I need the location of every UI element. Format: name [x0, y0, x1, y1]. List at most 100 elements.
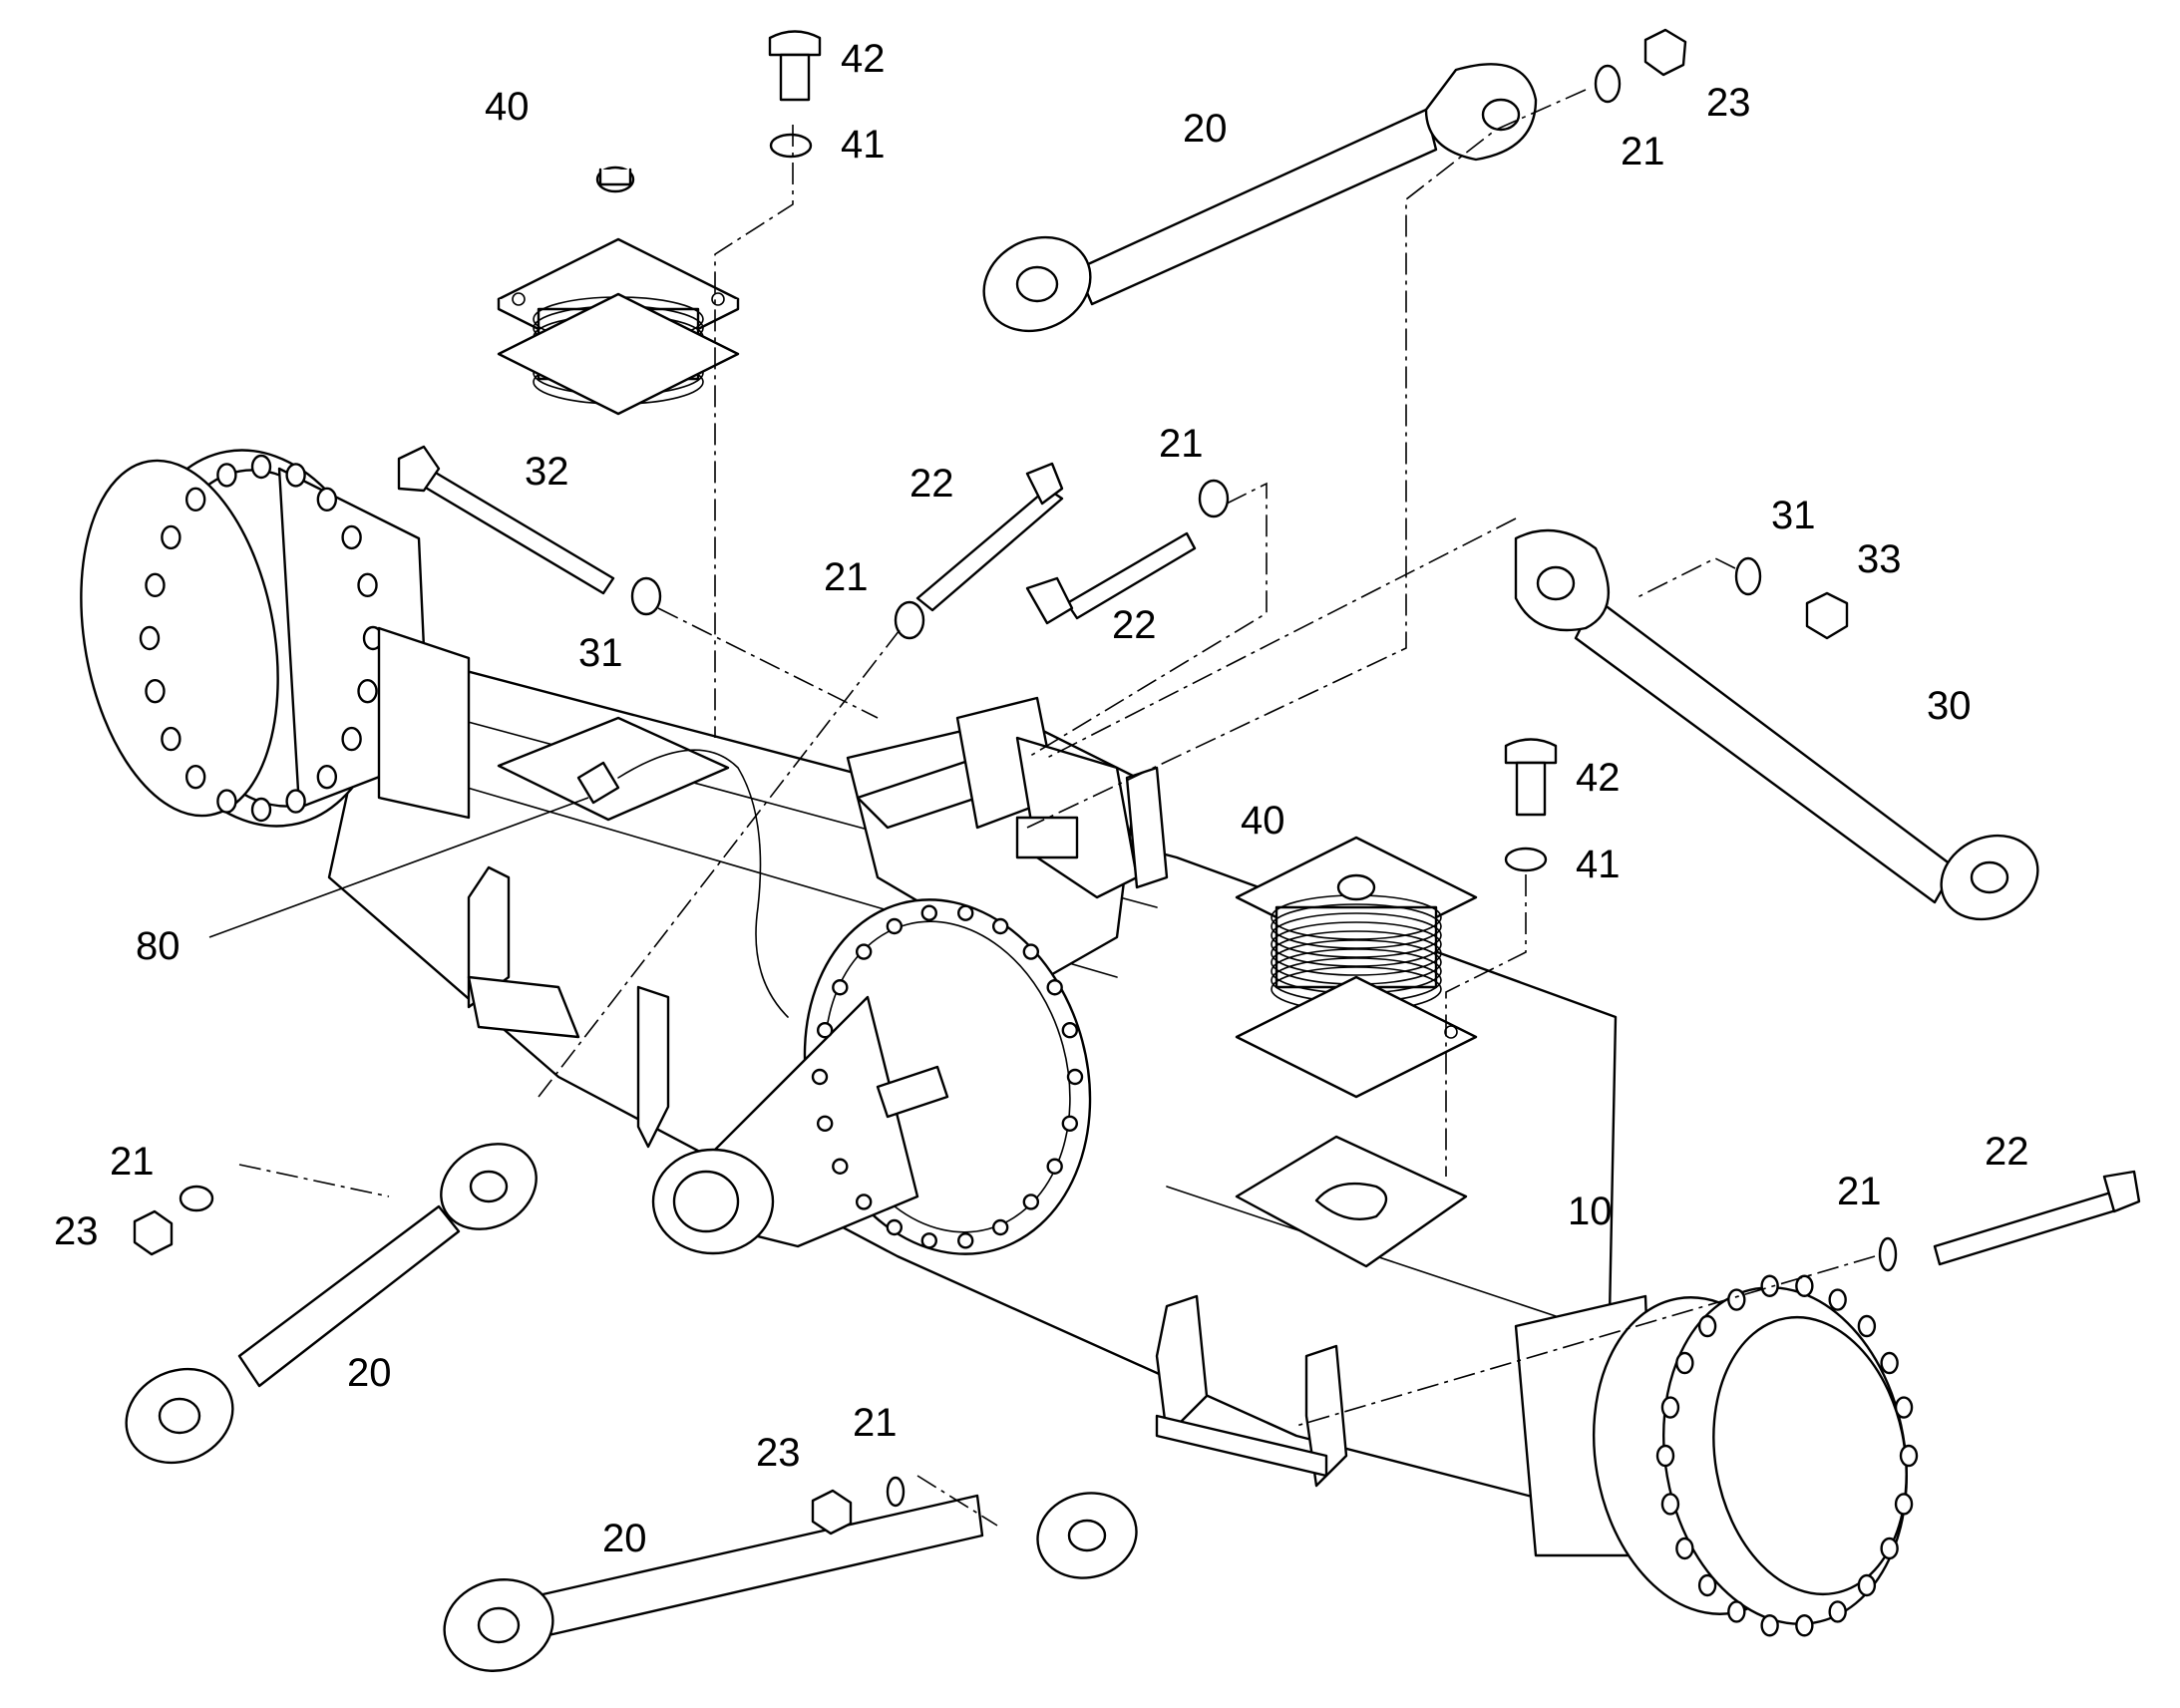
flange-bolt: [957, 1232, 974, 1249]
hub-stud: [1675, 1537, 1694, 1560]
callout-40-right: 40: [1241, 799, 1285, 843]
callout-40-top: 40: [485, 85, 530, 129]
callout-32: 32: [525, 450, 569, 494]
hub-stud: [1727, 1600, 1746, 1623]
callout-22-middle: 22: [1112, 603, 1157, 647]
hub-stud: [250, 797, 272, 823]
air-spring-top: [497, 166, 740, 416]
flange-bolt: [1061, 1022, 1079, 1039]
hub-stud: [1760, 1274, 1779, 1297]
flange-bolt: [886, 1218, 904, 1236]
flange-bolt: [832, 979, 849, 996]
flange-bolt: [855, 1194, 873, 1210]
hub-stud: [1828, 1600, 1847, 1623]
hub-stud: [316, 487, 338, 512]
callout-21-right: 21: [1837, 1170, 1882, 1213]
callout-42-right: 42: [1576, 756, 1621, 800]
callout-20-bottom: 20: [602, 1517, 647, 1560]
hub-stud: [216, 463, 237, 488]
hub-stud: [1894, 1493, 1914, 1516]
callout-21-upper: 21: [1159, 422, 1204, 466]
callout-23-bottom: 23: [756, 1431, 801, 1475]
hub-stud: [139, 625, 161, 651]
hub-stud: [161, 524, 182, 550]
callout-31-left: 31: [578, 631, 623, 675]
callout-21-bottom: 21: [853, 1401, 898, 1445]
flange-bolt: [1046, 1158, 1063, 1175]
hub-stud: [1857, 1314, 1877, 1338]
torque-rod-top: [982, 63, 1538, 333]
hub-stud: [341, 726, 362, 752]
callout-23-left: 23: [54, 1209, 99, 1253]
sensor-pad: [497, 716, 730, 822]
hub-stud: [357, 678, 378, 704]
flange-bolt: [1066, 1068, 1084, 1086]
nuts: [133, 28, 1849, 1536]
bolt-22-right: [1933, 1170, 2141, 1266]
spring-ring: [1271, 903, 1442, 949]
callout-31-right: 31: [1771, 494, 1816, 537]
bolt-22-upper: [915, 462, 1064, 612]
torque-rod-left: [125, 1143, 538, 1465]
flange-bolt: [816, 1115, 834, 1132]
differential-bolt-ring: [811, 904, 1084, 1249]
flange-bolt: [832, 1158, 849, 1175]
flange-bolt: [1046, 979, 1063, 996]
callout-22-right: 22: [1985, 1130, 2029, 1174]
callout-21-left-mid: 21: [824, 555, 869, 599]
hub-stud: [285, 463, 306, 488]
torque-rod-bottom: [443, 1492, 1138, 1672]
left-wheel-hub: [80, 449, 471, 828]
flange-bolt: [957, 904, 974, 921]
callout-33: 33: [1857, 537, 1902, 581]
callout-41-top: 41: [841, 123, 886, 167]
hub-stud: [184, 487, 206, 512]
callout-20-left: 20: [347, 1351, 392, 1395]
hub-stud: [1697, 1314, 1717, 1338]
callout-20-top: 20: [1183, 107, 1228, 151]
hub-stud: [1795, 1274, 1814, 1297]
leader-80: [208, 797, 589, 938]
hub-stud: [316, 764, 338, 790]
spring-ring: [1271, 921, 1442, 967]
callout-23-top: 23: [1706, 81, 1751, 125]
torque-rod-right: [1514, 528, 2039, 921]
callout-42-top: 42: [841, 37, 886, 81]
sensor: [576, 749, 789, 1018]
hub-stud: [1760, 1614, 1779, 1637]
flange-bolt: [816, 1022, 834, 1039]
flange-bolt: [991, 917, 1009, 935]
hub-stud: [1675, 1351, 1694, 1375]
washers: [179, 64, 1898, 1508]
flange-bolt: [886, 917, 904, 935]
callout-21-left: 21: [110, 1140, 155, 1184]
bolt-22-middle: [1025, 531, 1197, 625]
hub-stud: [184, 764, 206, 790]
assembly-center-lines: [238, 89, 1876, 1527]
hub-stud: [1655, 1444, 1675, 1468]
hub-stud: [1880, 1351, 1899, 1375]
hub-stud: [1880, 1537, 1899, 1560]
hub-stud: [1857, 1573, 1877, 1597]
flange-bolt: [811, 1068, 829, 1086]
hub-stud: [145, 572, 166, 598]
callout-21-top: 21: [1621, 130, 1665, 173]
hub-stud: [250, 454, 272, 480]
hub-stud: [145, 678, 166, 704]
hub-stud: [1828, 1288, 1847, 1311]
bolt-32: [397, 445, 615, 595]
callout-22-upper: 22: [909, 462, 954, 506]
differential-housing: [651, 898, 1092, 1255]
hub-stud: [216, 789, 237, 814]
hub-stud: [1894, 1396, 1914, 1419]
flange-bolt: [920, 904, 937, 921]
right-wheel-hub: [1514, 1274, 1919, 1637]
hub-stud: [357, 572, 378, 598]
flange-bolt: [920, 1232, 937, 1249]
hub-stud: [341, 524, 362, 550]
flange-bolt: [1022, 1194, 1040, 1210]
callout-41-right: 41: [1576, 843, 1621, 886]
spring-ring: [1271, 930, 1442, 976]
callout-80: 80: [136, 924, 181, 968]
hub-stud: [1660, 1396, 1680, 1419]
